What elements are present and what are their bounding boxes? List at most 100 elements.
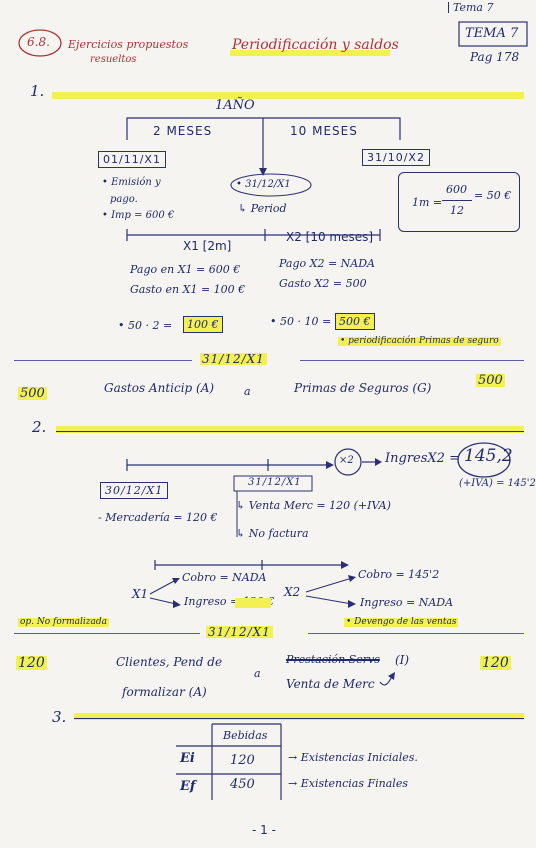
cutoff-date-2: 31/12/X1: [248, 477, 302, 488]
entry-2-right-amount: 120: [480, 655, 511, 671]
lower-timeline-arrow: [341, 561, 349, 569]
start-date-2-box: 30/12/X1: [100, 482, 169, 499]
entry-2-a: a: [254, 667, 261, 680]
entry-2-rule-right: [308, 633, 524, 634]
x1-pago: Pago en X1 = 600 €: [130, 263, 241, 276]
end-date-box: 31/10/X2: [362, 149, 430, 166]
entry-1-rule-left: [14, 360, 192, 361]
x1-ingreso: Ingreso = 120 €: [184, 595, 275, 608]
ingreso-x2-note: (+IVA) = 145'2: [459, 478, 536, 489]
x1-branch-down-head: [173, 600, 181, 608]
entry-2-credit: Venta de Merc: [286, 677, 375, 691]
x2-branch-down-head: [348, 600, 356, 608]
monthly-calc-result: = 50 €: [474, 189, 512, 202]
x1-branch-down: [149, 597, 177, 605]
x2-pago: Pago X2 = NADA: [279, 257, 375, 270]
entry-2-credit-tag: (I): [395, 653, 410, 667]
exercise-2-rule: [56, 431, 524, 432]
table-header-bebidas: Bebidas: [223, 729, 268, 742]
entry-2-debit-line-1: Clientes, Pend de: [116, 655, 223, 669]
year-bracket-arrow: [259, 168, 267, 176]
entry-2-crossed-out: Prestación Servs: [286, 653, 380, 666]
monthly-calc-numerator: 600: [446, 183, 467, 196]
entry-1-right-amount: 500: [476, 373, 505, 388]
x2-circle-label: ×2: [339, 455, 354, 466]
monthly-calc-label: 1m =: [412, 196, 443, 209]
exercise-badge: 6.8.: [27, 35, 50, 49]
x1-cobro: Cobro = NADA: [182, 571, 267, 584]
x1-branch-label: X1: [132, 587, 149, 601]
exercise-1-number: 1.: [30, 82, 45, 100]
x2-gasto: Gasto X2 = 500: [279, 277, 367, 290]
venta-curved-arrow: [379, 675, 393, 686]
ingreso-x2-label: IngresX2 =: [385, 451, 460, 466]
tema-box-label: TEMA 7: [465, 26, 519, 41]
two-months-label: 2 MESES: [153, 124, 213, 138]
cutoff-date: • 31/12/X1: [236, 179, 291, 190]
emision-line-1: • Emisión y: [102, 177, 161, 188]
x1-branch-up: [149, 579, 177, 595]
page-reference: Pag 178: [470, 50, 520, 64]
x2-branch-up-head: [348, 575, 356, 582]
entry-2-date: 31/12/X1: [206, 625, 273, 639]
year-label: 1AÑO: [215, 98, 255, 113]
entry-2-debit-line-2: formalizar (A): [122, 685, 207, 699]
devengo-note: • Devengo de las ventas: [344, 617, 459, 627]
x2-period-label: X2 [10 meses]: [286, 230, 374, 244]
entry-1-rule-right: [300, 360, 524, 361]
monthly-calc-denominator: 12: [450, 204, 464, 217]
ten-months-label: 10 MESES: [290, 124, 358, 138]
x1-period-label: X1 [2m]: [183, 239, 232, 253]
subtitle-line-2: resueltos: [90, 54, 137, 65]
x1-branch-up-head: [172, 578, 180, 584]
page-title: Periodificación y saldos: [232, 37, 399, 53]
x1-gasto: Gasto en X1 = 100 €: [130, 283, 246, 296]
x2-arrowhead: [375, 458, 382, 466]
exercise-3-number: 3.: [52, 708, 67, 726]
ingreso-x2-value: 145,2: [464, 446, 513, 466]
mercaderia-line: - Mercadería = 120 €: [98, 511, 218, 524]
periodification-note: • periodificación Primas de seguro: [338, 336, 501, 346]
no-factura-line: ↳ No factura: [236, 527, 309, 540]
tema-top-label: Tema 7: [448, 2, 493, 13]
table-row-ei-label: Ei: [180, 751, 195, 766]
table-row-ef-desc: → Existencias Finales: [288, 777, 408, 790]
fraction-bar: [442, 200, 472, 201]
entry-1-date: 31/12/X1: [200, 352, 267, 366]
venta-merc-line: ↳ Venta Merc = 120 (+IVA): [236, 499, 391, 512]
x2-formula: • 50 · 10 =: [270, 315, 332, 328]
table-row-ei-desc: → Existencias Iniciales.: [288, 751, 418, 764]
venta-curved-arrowhead: [388, 672, 395, 680]
entry-1-credit: Primas de Seguros (G): [294, 381, 432, 395]
timeline-2-arrow: [326, 461, 334, 469]
exercise-1-rule-highlight: [52, 92, 524, 99]
exercise-2-number: 2.: [32, 418, 47, 436]
table-row-ef-label: Ef: [180, 779, 196, 794]
entry-2-rule-left: [14, 633, 200, 634]
entry-2-left-amount: 120: [16, 655, 47, 671]
entry-1-left-amount: 500: [18, 386, 47, 401]
x1-formula: • 50 · 2 =: [118, 319, 173, 332]
table-row-ei-value: 120: [230, 753, 255, 768]
x1-result-box: 100 €: [183, 316, 223, 333]
page-number: - 1 -: [252, 823, 276, 837]
x1-ingreso-highlight: [235, 598, 271, 608]
x2-branch-up: [305, 577, 353, 593]
exercise-3-rule: [74, 718, 524, 719]
exercise-3-rule-highlight: [74, 713, 524, 720]
exercise-2-rule-highlight: [56, 426, 524, 433]
title-highlight: [230, 50, 390, 56]
x2-branch-label: X2: [284, 585, 301, 599]
period-label: ↳ Period: [238, 202, 287, 215]
x2-result-box: 500 €: [335, 313, 375, 330]
x2-ingreso: Ingreso = NADA: [360, 596, 454, 609]
table-row-ef-value: 450: [230, 777, 255, 792]
importe-line: • Imp = 600 €: [102, 210, 175, 221]
x2-branch-down: [305, 595, 353, 605]
emision-line-2: pago.: [110, 194, 138, 205]
subtitle-line-1: Ejercicios propuestos: [68, 38, 189, 51]
x2-cobro: Cobro = 145'2: [358, 568, 440, 581]
op-no-formalizada-note: op. No formalizada: [18, 617, 109, 627]
